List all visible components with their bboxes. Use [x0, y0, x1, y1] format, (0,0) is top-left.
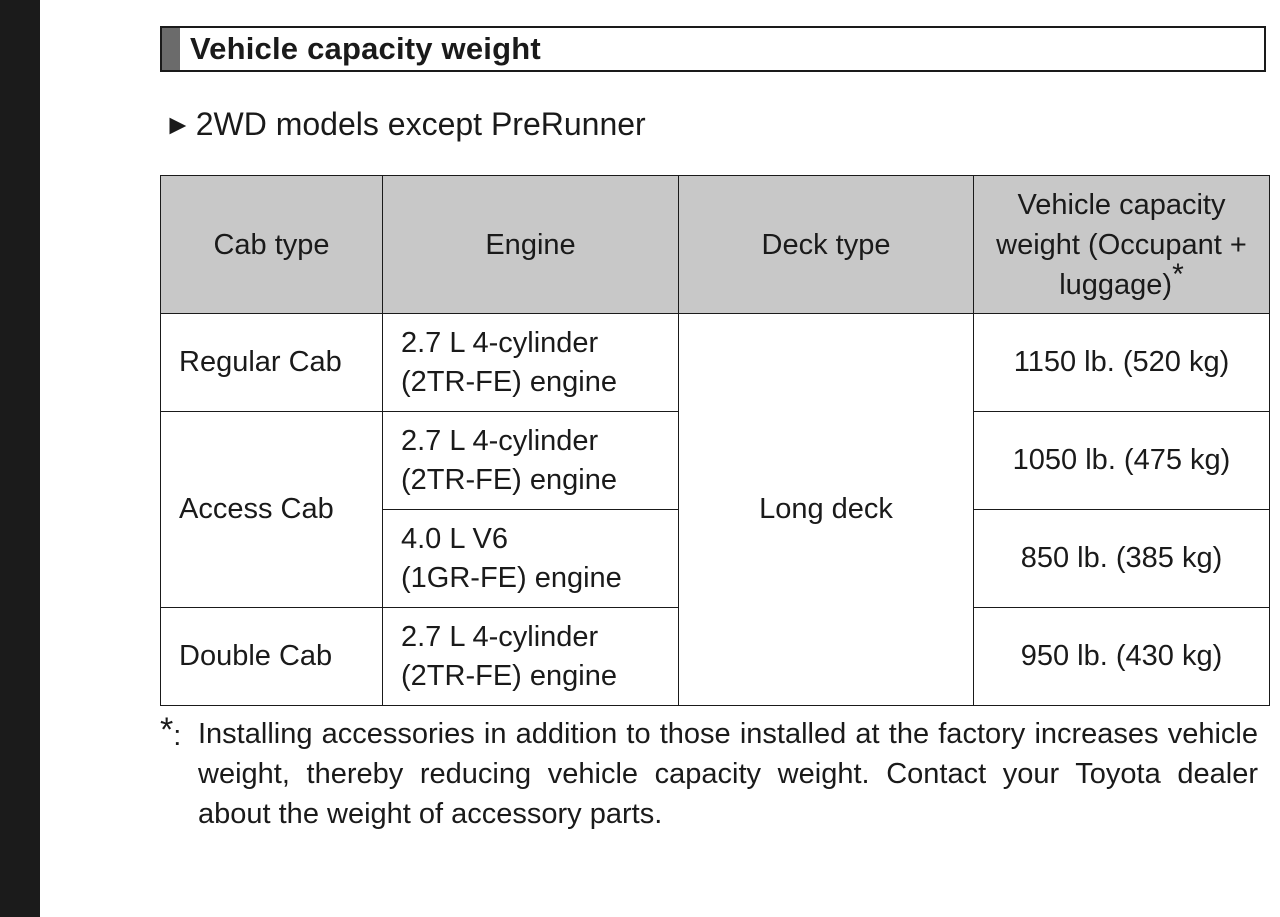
deck-cell: Long deck: [678, 313, 974, 706]
engine-cell: 2.7 L 4-cylinder (2TR-FE) engine: [382, 313, 679, 412]
header-engine: Engine: [382, 175, 679, 314]
model-subheading: ► 2WD models except PreRunner: [164, 106, 646, 143]
engine-cell: 2.7 L 4-cylinder (2TR-FE) engine: [382, 607, 679, 706]
engine-line: 2.7 L 4-cylinder: [401, 424, 599, 457]
table-row: Access Cab 2.7 L 4-cylinder (2TR-FE) eng…: [160, 411, 1270, 608]
subheading-text: 2WD models except PreRunner: [195, 106, 646, 142]
table-header-row: Cab type Engine Deck type Vehicle capaci…: [160, 175, 1270, 314]
footnote-separator: :: [173, 720, 182, 752]
cab-cell: Double Cab: [160, 607, 383, 706]
header-deck-type: Deck type: [678, 175, 974, 314]
engine-line: 4.0 L V6: [401, 522, 508, 555]
section-title: Vehicle capacity weight: [190, 31, 541, 66]
engine-line: (1GR-FE) engine: [401, 561, 622, 594]
engine-line: 2.7 L 4-cylinder: [401, 326, 599, 359]
capacity-weight-table: Cab type Engine Deck type Vehicle capaci…: [160, 175, 1270, 706]
section-header: Vehicle capacity weight: [160, 26, 1266, 72]
cab-cell: Regular Cab: [160, 313, 383, 412]
footnote-asterisk: *: [160, 711, 174, 749]
weight-cell: 1050 lb. (475 kg): [973, 411, 1270, 510]
weight-cell: 1150 lb. (520 kg): [973, 313, 1270, 412]
header-cab-type: Cab type: [160, 175, 383, 314]
engine-line: 2.7 L 4-cylinder: [401, 620, 599, 653]
table-row: Regular Cab 2.7 L 4-cylinder (2TR-FE) en…: [160, 313, 1270, 706]
engine-cell: 2.7 L 4-cylinder (2TR-FE) engine: [382, 411, 679, 510]
left-margin-bar: [0, 0, 40, 917]
table-row: Double Cab 2.7 L 4-cylinder (2TR-FE) eng…: [160, 607, 1270, 706]
section-header-marker: [162, 28, 180, 70]
footnote-mark: *:: [160, 711, 198, 756]
table-row: 4.0 L V6 (1GR-FE) engine 850 lb. (385 kg…: [161, 509, 1270, 608]
triangle-arrow-icon: ►: [164, 108, 192, 140]
header-capacity-weight: Vehicle capacity weight (Occupant + lugg…: [973, 175, 1270, 314]
weight-cell: 850 lb. (385 kg): [973, 509, 1270, 608]
header-asterisk: *: [1172, 257, 1184, 291]
engine-line: (2TR-FE) engine: [401, 659, 617, 692]
cab-cell: Access Cab: [160, 411, 383, 608]
footnote: *: Installing accessories in addition to…: [160, 711, 1258, 834]
engine-cell: 4.0 L V6 (1GR-FE) engine: [382, 509, 679, 608]
engine-line: (2TR-FE) engine: [401, 365, 617, 398]
footnote-text: Installing accessories in addition to th…: [198, 718, 1258, 830]
header-capacity-text: Vehicle capacity weight (Occupant + lugg…: [996, 188, 1247, 301]
weight-cell: 950 lb. (430 kg): [973, 607, 1270, 706]
engine-line: (2TR-FE) engine: [401, 463, 617, 496]
